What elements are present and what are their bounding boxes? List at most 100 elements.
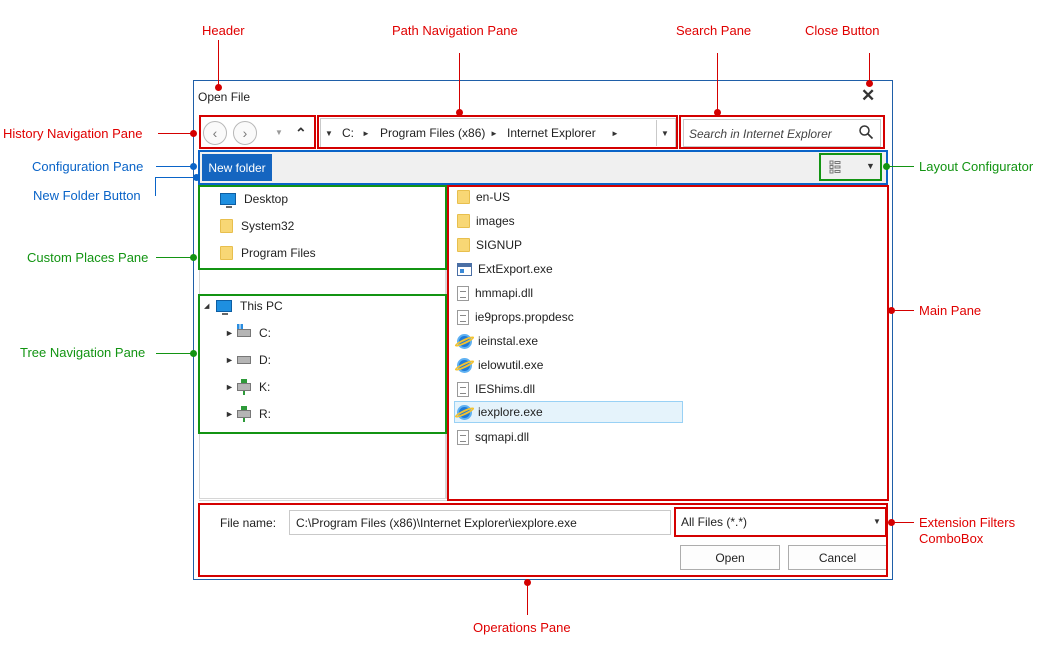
path-root-arrow-icon[interactable]: ▼ bbox=[325, 129, 333, 138]
main-pane-highlight bbox=[447, 185, 889, 501]
list-item[interactable]: IEShims.dll bbox=[457, 378, 535, 400]
tree-label: R: bbox=[259, 407, 271, 421]
callout-header: Header bbox=[202, 23, 245, 38]
tree-item-drive-k[interactable]: ► K: bbox=[225, 377, 270, 397]
internet-explorer-icon bbox=[457, 404, 472, 420]
collapsed-arrow-icon[interactable]: ► bbox=[225, 328, 234, 338]
folder-icon bbox=[220, 246, 233, 260]
place-program-files[interactable]: Program Files bbox=[220, 243, 316, 263]
configuration-leader-line bbox=[156, 166, 192, 167]
history-leader-dot bbox=[190, 130, 197, 137]
extension-leader-dot bbox=[888, 519, 895, 526]
search-leader-dot bbox=[714, 109, 721, 116]
computer-icon bbox=[216, 300, 232, 315]
layout-dropdown-icon[interactable]: ▼ bbox=[866, 161, 875, 171]
open-button[interactable]: Open bbox=[680, 545, 780, 570]
callout-search-pane: Search Pane bbox=[676, 23, 752, 38]
folder-icon bbox=[457, 238, 470, 252]
callout-custom-places-pane: Custom Places Pane bbox=[27, 250, 149, 265]
place-desktop[interactable]: Desktop bbox=[220, 189, 288, 209]
search-box[interactable] bbox=[683, 119, 881, 147]
expanded-arrow-icon[interactable]: ◢ bbox=[204, 303, 210, 310]
up-folder-icon[interactable]: ⌃ bbox=[295, 125, 307, 141]
file-name: ieinstal.exe bbox=[478, 334, 539, 348]
search-icon[interactable] bbox=[858, 124, 874, 140]
search-input-placeholder[interactable]: Search in Internet Explorer bbox=[689, 127, 832, 141]
list-item[interactable]: sqmapi.dll bbox=[457, 426, 529, 448]
tree-item-drive-c[interactable]: ► C: bbox=[225, 323, 271, 343]
path-segment-internet-explorer[interactable]: Internet Explorer bbox=[507, 126, 596, 140]
forward-button[interactable]: › bbox=[233, 121, 257, 145]
configuration-pane-highlight bbox=[198, 150, 888, 185]
list-item[interactable]: ie9props.propdesc bbox=[457, 306, 574, 328]
back-button[interactable]: ‹ bbox=[203, 121, 227, 145]
main-leader-line bbox=[892, 310, 914, 311]
folder-icon bbox=[220, 219, 233, 233]
tree-navigation-highlight bbox=[198, 294, 447, 434]
tree-leader-dot bbox=[190, 350, 197, 357]
operations-leader-line bbox=[527, 582, 528, 615]
filter-dropdown-icon[interactable]: ▼ bbox=[873, 517, 881, 526]
path-separator-icon[interactable]: ► bbox=[362, 129, 370, 138]
tree-item-drive-r[interactable]: ► R: bbox=[225, 404, 271, 424]
path-segment-c[interactable]: C: bbox=[342, 126, 354, 140]
operations-pane-highlight bbox=[198, 503, 888, 577]
tree-item-drive-d[interactable]: ► D: bbox=[225, 350, 271, 370]
internet-explorer-icon bbox=[457, 357, 472, 373]
collapsed-arrow-icon[interactable]: ► bbox=[225, 382, 234, 392]
dialog-title: Open File bbox=[198, 90, 251, 104]
close-leader-dot bbox=[866, 80, 873, 87]
configuration-bar bbox=[199, 151, 887, 184]
tiles-icon[interactable] bbox=[829, 160, 845, 174]
file-name: iexplore.exe bbox=[478, 405, 543, 419]
chevron-right-icon: › bbox=[242, 125, 248, 141]
callout-extension-filters-line2: ComboBox bbox=[919, 531, 984, 546]
path-separator-icon[interactable]: ► bbox=[490, 129, 498, 138]
tree-label: D: bbox=[259, 353, 271, 367]
desktop-icon bbox=[220, 193, 236, 208]
collapsed-arrow-icon[interactable]: ► bbox=[225, 355, 234, 365]
list-item[interactable]: ielowutil.exe bbox=[457, 354, 543, 376]
path-dropdown-icon[interactable]: ▼ bbox=[661, 129, 669, 138]
file-name: SIGNUP bbox=[476, 238, 523, 252]
list-item[interactable]: en-US bbox=[457, 186, 510, 208]
dll-file-icon bbox=[457, 429, 469, 445]
path-navigation-highlight bbox=[317, 115, 678, 149]
place-label: System32 bbox=[241, 219, 295, 233]
list-item[interactable]: hmmapi.dll bbox=[457, 282, 533, 304]
layout-configurator-highlight bbox=[819, 153, 882, 181]
path-segment-program-files[interactable]: Program Files (x86) bbox=[380, 126, 486, 140]
cancel-button[interactable]: Cancel bbox=[788, 545, 887, 570]
new-folder-button[interactable]: New folder bbox=[202, 154, 272, 181]
path-leader-line bbox=[459, 53, 460, 113]
close-icon[interactable]: ✕ bbox=[861, 86, 876, 105]
collapsed-arrow-icon[interactable]: ► bbox=[225, 409, 234, 419]
list-item[interactable]: SIGNUP bbox=[457, 234, 522, 256]
executable-icon bbox=[457, 262, 472, 276]
list-item[interactable]: ExtExport.exe bbox=[457, 258, 553, 280]
file-name: sqmapi.dll bbox=[475, 430, 530, 444]
history-navigation-highlight bbox=[199, 115, 316, 149]
dll-file-icon bbox=[457, 285, 469, 301]
place-label: Desktop bbox=[244, 192, 289, 206]
list-item-selected[interactable]: iexplore.exe bbox=[457, 401, 543, 423]
callout-tree-navigation-pane: Tree Navigation Pane bbox=[20, 345, 146, 360]
callout-history-navigation-pane: History Navigation Pane bbox=[3, 126, 143, 141]
new-folder-leader-dot bbox=[193, 174, 200, 181]
list-item[interactable]: ieinstal.exe bbox=[457, 330, 538, 352]
path-leader-dot bbox=[456, 109, 463, 116]
layout-leader-dot bbox=[883, 163, 890, 170]
place-system32[interactable]: System32 bbox=[220, 216, 294, 236]
history-dropdown-icon[interactable]: ▼ bbox=[275, 128, 283, 137]
tree-label: This PC bbox=[240, 299, 283, 313]
list-item[interactable]: images bbox=[457, 210, 515, 232]
file-name-label: File name: bbox=[220, 516, 277, 530]
callout-path-navigation-pane: Path Navigation Pane bbox=[392, 23, 518, 38]
path-separator-icon[interactable]: ► bbox=[611, 129, 619, 138]
tree-item-this-pc[interactable]: ◢ This PC bbox=[204, 296, 283, 316]
extension-filter-combobox[interactable]: All Files (*.*) bbox=[677, 510, 885, 535]
document-icon bbox=[457, 309, 469, 325]
file-name-input[interactable]: C:\Program Files (x86)\Internet Explorer… bbox=[289, 510, 671, 535]
callout-main-pane: Main Pane bbox=[919, 303, 982, 318]
extension-filter-highlight bbox=[674, 507, 887, 537]
